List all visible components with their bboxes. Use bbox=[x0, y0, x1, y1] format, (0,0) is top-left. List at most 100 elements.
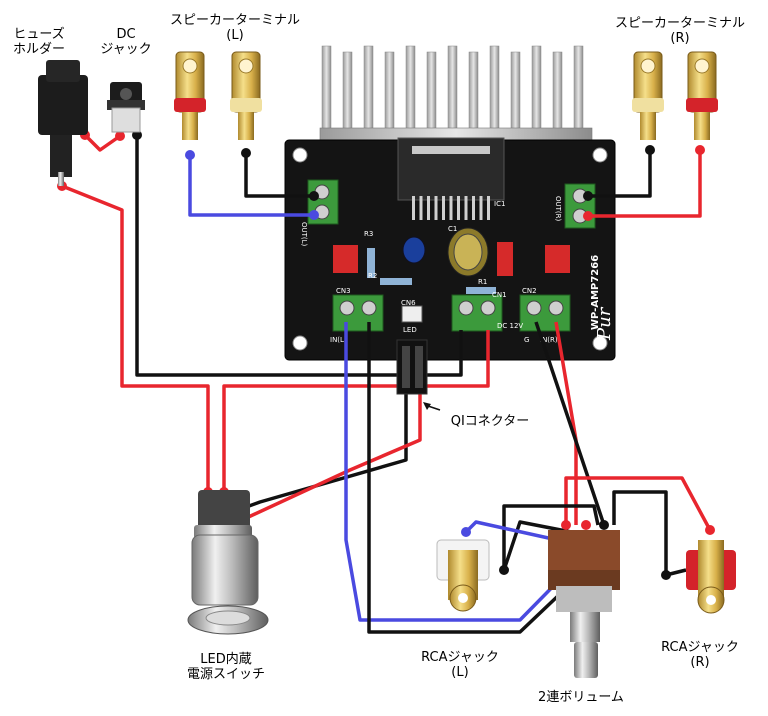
ic-pin bbox=[449, 196, 453, 220]
label-fuse-holder-line1: ヒューズ bbox=[13, 27, 65, 42]
speaker-terminal bbox=[230, 51, 262, 140]
heatsink-fin bbox=[342, 51, 353, 139]
label-fuse-holder: ヒューズ ホルダー bbox=[6, 27, 72, 57]
wire-black-vol-top bbox=[612, 490, 668, 575]
label-led-switch: LED内蔵 電源スイッチ bbox=[166, 652, 286, 682]
label-led-switch-line2: 電源スイッチ bbox=[186, 667, 265, 682]
label-speaker-r-line1: スピーカーターミナル bbox=[614, 16, 745, 31]
label-rca-l-line1: RCAジャック bbox=[421, 650, 499, 665]
terminal-dc bbox=[451, 294, 503, 332]
ic-pin bbox=[464, 196, 468, 220]
heatsink-fin bbox=[531, 45, 542, 133]
dual-volume bbox=[548, 530, 620, 678]
wire-red-speaker-r bbox=[588, 150, 702, 218]
label-speaker-l-line1: スピーカーターミナル bbox=[169, 13, 300, 28]
ic-pin bbox=[479, 196, 483, 220]
heatsink-fin bbox=[447, 45, 458, 133]
label-volume: 2連ボリューム bbox=[516, 690, 646, 705]
wire-black-input-l bbox=[367, 322, 582, 634]
heatsink-fin bbox=[363, 45, 374, 133]
terminal-in-l bbox=[332, 294, 384, 332]
heatsink-fin bbox=[468, 51, 479, 139]
heatsink-fin bbox=[573, 45, 584, 133]
ic-pin bbox=[457, 196, 460, 220]
label-qi-connector: QIコネクター bbox=[442, 414, 538, 429]
wire-black-qi-switch bbox=[237, 390, 408, 512]
wire-red-qi-switch bbox=[241, 390, 422, 522]
speaker-terminal-part bbox=[230, 98, 262, 112]
wire-red-dc-switch bbox=[222, 330, 490, 492]
speaker-terminal bbox=[686, 51, 718, 140]
silk-in-r: IN(R) bbox=[540, 336, 558, 344]
ic-pin bbox=[487, 196, 490, 220]
label-rca-r-line1: RCAジャック bbox=[661, 640, 739, 655]
film-capacitor-left bbox=[333, 245, 358, 273]
heatsink-fin bbox=[405, 45, 416, 133]
label-rca-jack-l: RCAジャック (L) bbox=[400, 650, 520, 680]
silk-g: G bbox=[524, 336, 529, 344]
board-model: WP-AMP7266 bbox=[590, 255, 601, 330]
label-speaker-terminal-r: スピーカーターミナル (R) bbox=[605, 16, 755, 46]
terminal-out-l bbox=[307, 179, 339, 225]
silk-r1: R1 bbox=[478, 278, 487, 286]
heatsink-fin bbox=[552, 51, 563, 139]
heatsink-fin bbox=[321, 45, 332, 133]
capacitor-small bbox=[402, 236, 426, 264]
speaker-terminal bbox=[174, 51, 206, 140]
label-qi-connector-text: QIコネクター bbox=[450, 414, 530, 429]
wire-red-fuse-switch bbox=[61, 184, 210, 492]
heatsink-fin bbox=[384, 51, 395, 139]
wire-blue-input-l bbox=[344, 322, 577, 622]
label-speaker-terminal-l: スピーカーターミナル (L) bbox=[160, 13, 310, 43]
rca-jack-l bbox=[436, 539, 490, 612]
silk-r2: R2 bbox=[368, 272, 377, 280]
heatsink-fin bbox=[489, 45, 500, 133]
wire-black-speaker-r bbox=[588, 150, 652, 198]
ic-pin bbox=[434, 196, 438, 220]
silk-cn6: CN6 bbox=[401, 299, 416, 307]
label-dc-jack-line2: ジャック bbox=[100, 42, 152, 57]
fuse-holder bbox=[38, 60, 88, 186]
label-volume-text: 2連ボリューム bbox=[538, 690, 624, 705]
ic-pin bbox=[412, 196, 415, 220]
led-header bbox=[401, 305, 423, 323]
heatsink bbox=[319, 45, 593, 143]
silk-out-r: OUT(R) bbox=[554, 196, 562, 222]
film-capacitor-right bbox=[545, 245, 570, 273]
wire-black-vol-rca-l bbox=[502, 504, 600, 570]
speaker-terminal-part bbox=[182, 58, 198, 74]
silk-cn1: CN1 bbox=[492, 291, 507, 299]
speaker-terminal-part bbox=[238, 112, 254, 140]
silk-in-l: IN(L) bbox=[330, 336, 347, 344]
speaker-terminal-part bbox=[686, 98, 718, 112]
silk-dc12v: DC 12V bbox=[497, 322, 523, 330]
silk-out-l: OUT(L) bbox=[300, 222, 308, 247]
wire-red-fuse-dc bbox=[83, 133, 122, 152]
board-brand: Pur bbox=[594, 306, 615, 341]
speaker-terminal-part bbox=[694, 112, 710, 140]
ic-pin bbox=[472, 196, 475, 220]
resistor-r1 bbox=[466, 287, 496, 294]
speaker-terminal-part bbox=[182, 112, 198, 140]
speaker-terminal-part bbox=[640, 112, 656, 140]
dc-jack bbox=[107, 82, 145, 133]
wire-black-speaker-l bbox=[244, 153, 314, 198]
silk-cn3: CN3 bbox=[336, 287, 351, 295]
resistor-r3 bbox=[367, 248, 375, 278]
silk-led: LED bbox=[403, 326, 417, 334]
label-led-switch-line1: LED内蔵 bbox=[200, 652, 252, 667]
speaker-terminal-part bbox=[694, 58, 710, 74]
speaker-terminal-part bbox=[640, 58, 656, 74]
speaker-terminal bbox=[632, 51, 664, 140]
label-dc-jack: DC ジャック bbox=[96, 27, 156, 57]
wire-black-input-r bbox=[534, 321, 606, 526]
led-power-switch bbox=[187, 490, 269, 635]
resistor-r2 bbox=[380, 278, 412, 285]
terminal-out-r bbox=[564, 183, 596, 229]
qi-connector bbox=[396, 339, 441, 411]
speaker-terminal-part bbox=[238, 58, 254, 74]
heatsink-fin bbox=[426, 51, 437, 139]
silk-r3: R3 bbox=[364, 230, 373, 238]
silk-c1: C1 bbox=[448, 225, 457, 233]
wires bbox=[61, 133, 712, 634]
